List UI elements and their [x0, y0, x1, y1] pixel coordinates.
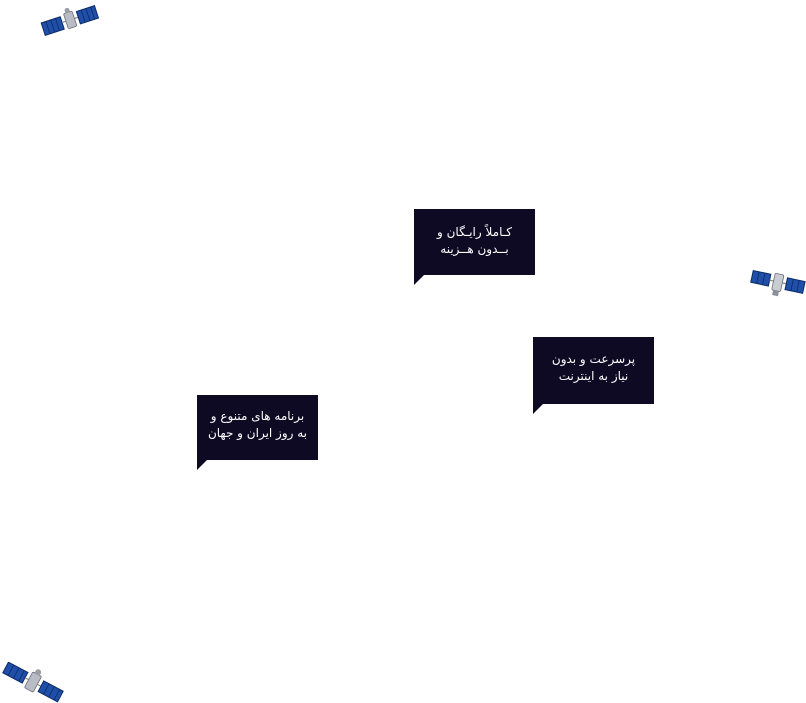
bubble-tail [414, 275, 424, 285]
bubble-line: کـاملاً رایـگان و [437, 225, 512, 239]
bubble-line: به روز ایران و جهان [207, 426, 308, 440]
satellite-icon [750, 269, 806, 297]
bubble-tail [533, 404, 543, 414]
satellite-icon [2, 662, 64, 703]
bubble-tail [197, 460, 207, 470]
bubble-line: نیاز به اینترنت [558, 369, 629, 383]
bubble-line: بــدون هــزینه [440, 242, 509, 256]
satellite-icon [40, 5, 100, 36]
feature-bubble-free: کـاملاً رایـگان و بــدون هــزینه [414, 209, 535, 285]
feature-bubble-programs: برنامه های متنوع و به روز ایران و جهان [197, 395, 318, 470]
bubble-line: برنامه های متنوع و [210, 409, 305, 423]
bubble-line: پرسرعت و بدون [551, 352, 636, 366]
feature-bubble-fast: پرسرعت و بدون نیاز به اینترنت [533, 337, 654, 414]
